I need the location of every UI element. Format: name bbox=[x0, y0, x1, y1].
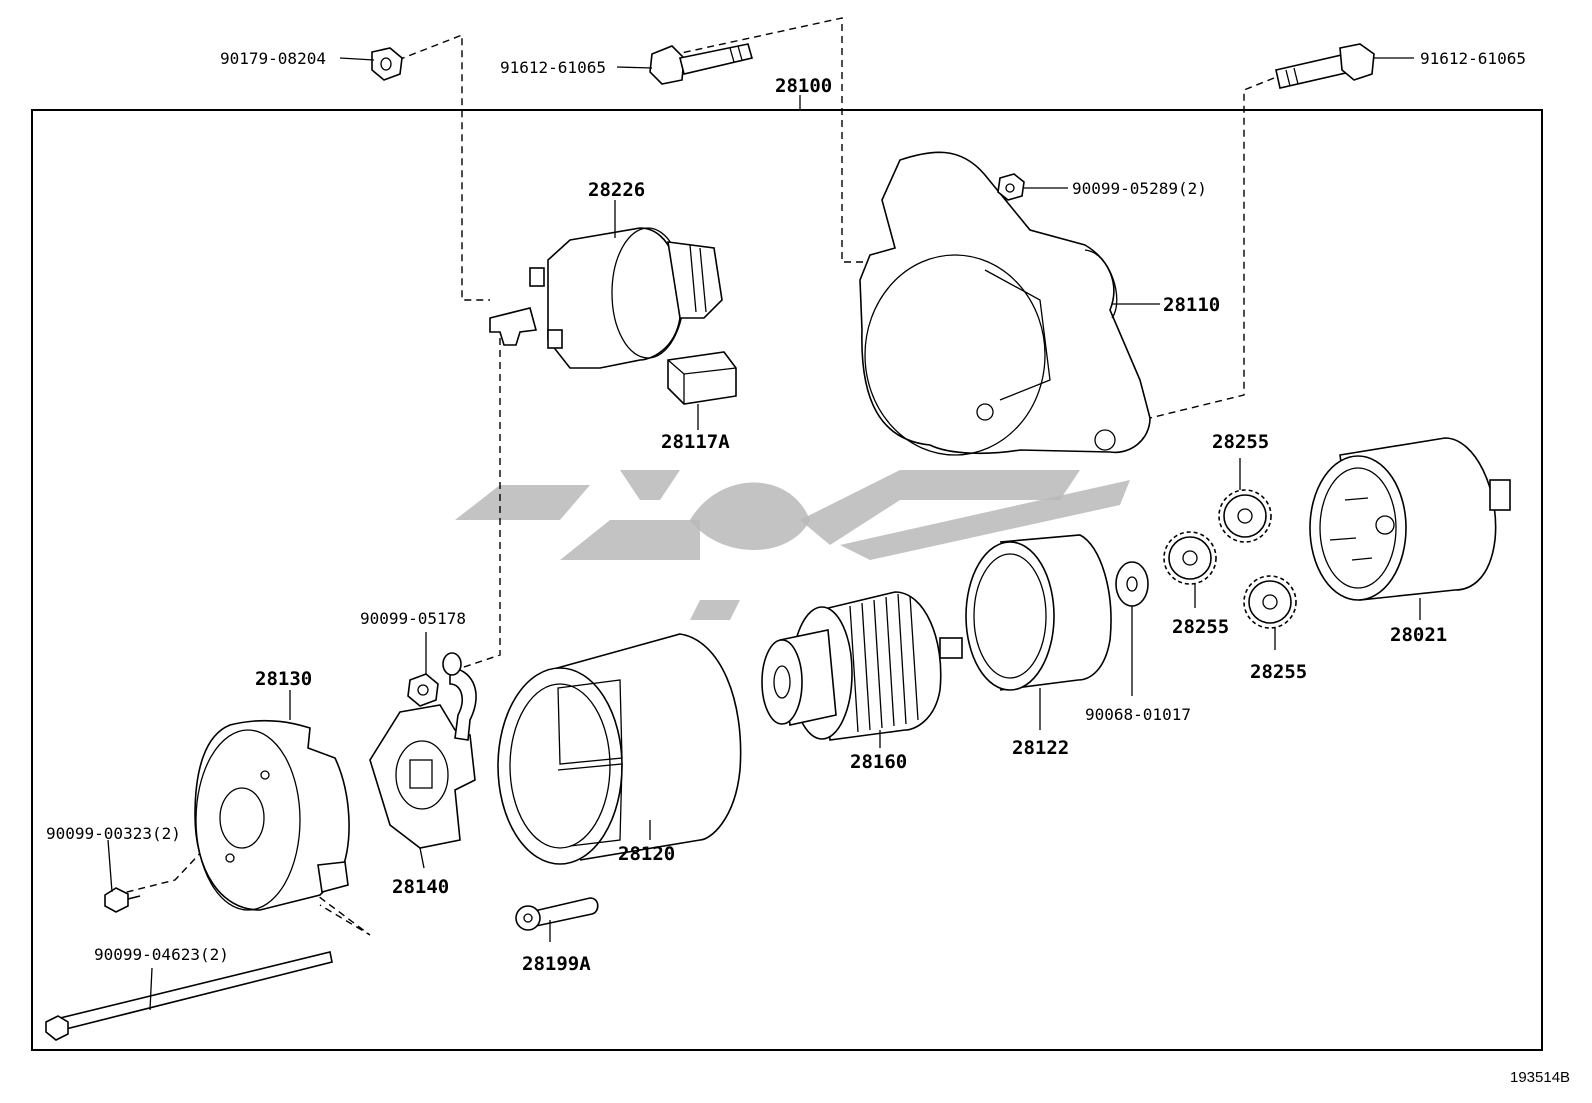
gear-28255-top bbox=[1218, 489, 1272, 543]
through-bolt-90099-04623 bbox=[45, 951, 333, 1041]
ring-28122 bbox=[965, 534, 1112, 691]
label-90099-04623: 90099-04623(2) bbox=[94, 945, 229, 964]
label-28255-bottom: 28255 bbox=[1250, 661, 1307, 683]
label-28199A: 28199A bbox=[522, 953, 591, 975]
label-28255-middle: 28255 bbox=[1172, 616, 1229, 638]
cover-28117A bbox=[667, 351, 737, 405]
screw-90099-00323 bbox=[104, 887, 141, 913]
label-28140: 28140 bbox=[392, 876, 449, 898]
housing-28110 bbox=[859, 151, 1151, 456]
label-28120: 28120 bbox=[618, 843, 675, 865]
label-91612-61065-left: 91612-61065 bbox=[500, 58, 606, 77]
brush-holder-28140 bbox=[369, 652, 477, 849]
nut-90179-08204 bbox=[371, 47, 403, 81]
label-91612-61065-right: 91612-61065 bbox=[1420, 49, 1526, 68]
label-28160: 28160 bbox=[850, 751, 907, 773]
label-28226: 28226 bbox=[588, 179, 645, 201]
label-90099-05178: 90099-05178 bbox=[360, 609, 466, 628]
solenoid-28226 bbox=[489, 227, 723, 369]
label-90099-00323: 90099-00323(2) bbox=[46, 824, 181, 843]
dashed-guides bbox=[114, 17, 1275, 936]
label-28100: 28100 bbox=[775, 75, 832, 97]
label-28130: 28130 bbox=[255, 668, 312, 690]
label-28122: 28122 bbox=[1012, 737, 1069, 759]
washer-90068-01017 bbox=[1115, 561, 1149, 607]
yoke-28120 bbox=[497, 633, 742, 865]
label-28117A: 28117A bbox=[661, 431, 730, 453]
end-cover-28130 bbox=[194, 719, 350, 911]
leader-lines bbox=[107, 57, 1421, 1011]
assembly-frame bbox=[31, 109, 1543, 1051]
gear-28255-bottom bbox=[1243, 575, 1297, 629]
label-90099-05289: 90099-05289(2) bbox=[1072, 179, 1207, 198]
label-28110: 28110 bbox=[1163, 294, 1220, 316]
lead-wire-28199A bbox=[515, 897, 599, 931]
armature-28160 bbox=[761, 591, 963, 741]
carrier-28021 bbox=[1309, 437, 1511, 601]
label-90068-01017: 90068-01017 bbox=[1085, 705, 1191, 724]
nut-90099-05289 bbox=[997, 173, 1025, 201]
bolt-91612-61065-right bbox=[1275, 43, 1375, 89]
gear-28255-middle bbox=[1163, 531, 1217, 585]
label-28255-top: 28255 bbox=[1212, 431, 1269, 453]
figure-id: 193514B bbox=[1510, 1069, 1570, 1086]
label-28021: 28021 bbox=[1390, 624, 1447, 646]
label-90179-08204: 90179-08204 bbox=[220, 49, 326, 68]
nut-90099-05178 bbox=[407, 673, 439, 707]
bolt-91612-61065-left bbox=[649, 43, 753, 85]
watermark-logo bbox=[455, 470, 1130, 620]
